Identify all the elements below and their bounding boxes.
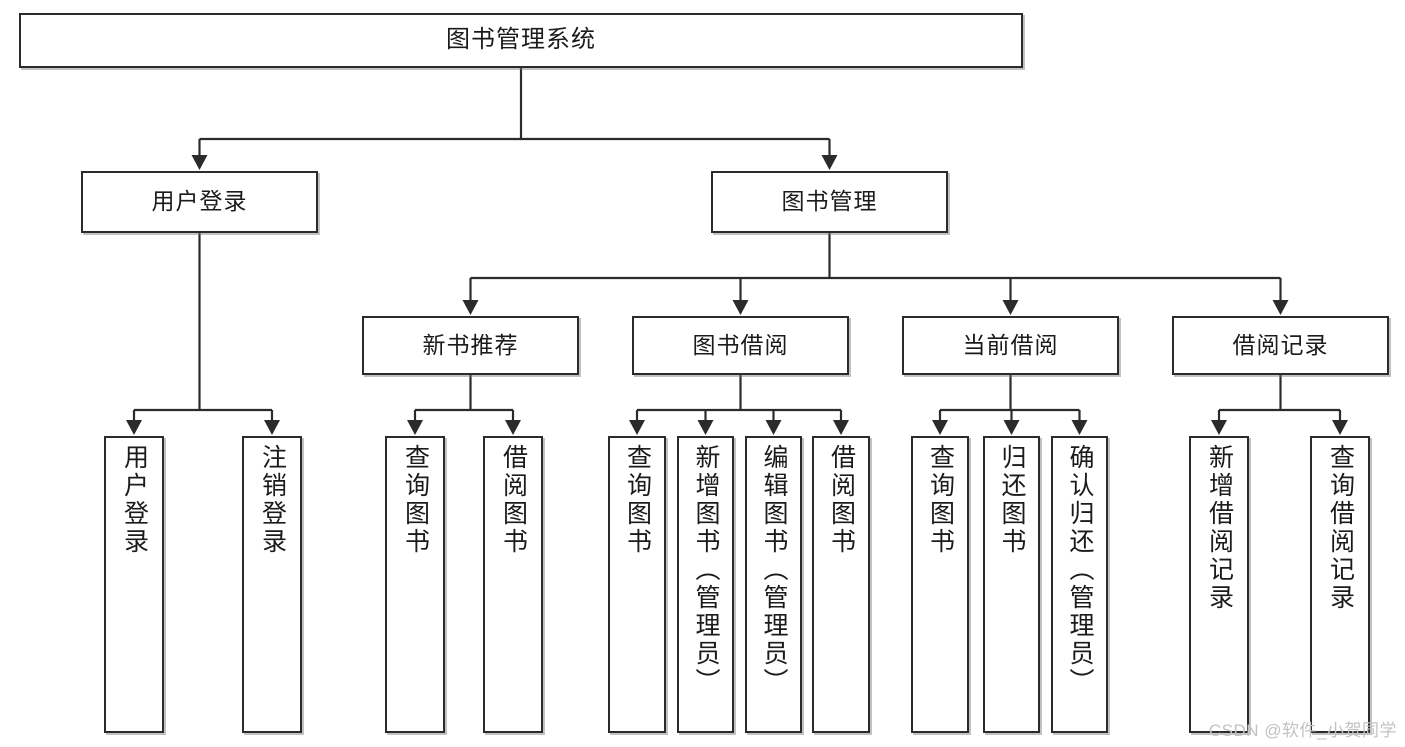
arrowhead-leaf-edit-book — [765, 420, 782, 435]
node-leaf-confirm-return[interactable]: 确认归还（管理员） — [1051, 436, 1108, 733]
node-label: 借阅图书 — [827, 444, 856, 556]
node-leaf-logout[interactable]: 注销登录 — [242, 436, 302, 733]
node-leaf-add-book[interactable]: 新增图书（管理员） — [677, 436, 734, 733]
node-label: 借阅记录 — [1232, 331, 1329, 358]
node-records[interactable]: 借阅记录 — [1172, 316, 1389, 375]
arrowhead-newbook — [462, 300, 479, 315]
csdn-watermark: CSDN @软件_小贺同学 — [1208, 721, 1397, 740]
node-leaf-query-record[interactable]: 查询借阅记录 — [1310, 436, 1370, 733]
node-leaf-query-book-1[interactable]: 查询图书 — [385, 436, 445, 733]
node-label: 新书推荐 — [422, 331, 519, 358]
arrowhead-leaf-query-book-2 — [629, 420, 645, 435]
arrowhead-leaf-add-book — [697, 420, 714, 435]
node-label: 用户登录 — [120, 444, 149, 556]
node-leaf-query-book-3[interactable]: 查询图书 — [911, 436, 969, 733]
arrowhead-leaf-return-book — [1003, 420, 1020, 435]
node-newbook[interactable]: 新书推荐 — [362, 316, 579, 375]
node-leaf-return-book[interactable]: 归还图书 — [983, 436, 1040, 733]
node-label: 注销登录 — [258, 444, 287, 556]
node-label: 当前借阅 — [962, 331, 1059, 358]
node-label: 查询图书 — [926, 444, 955, 556]
node-label: 新增借阅记录 — [1205, 444, 1234, 612]
arrowhead-leaf-confirm-return — [1071, 420, 1088, 435]
node-label: 图书管理系统 — [446, 26, 596, 54]
node-label: 借阅图书 — [499, 444, 528, 556]
node-leaf-user-login[interactable]: 用户登录 — [104, 436, 164, 733]
arrowhead-leaf-borrow-book-1 — [505, 420, 521, 435]
arrowhead-current — [1002, 300, 1019, 315]
node-leaf-borrow-book-1[interactable]: 借阅图书 — [483, 436, 543, 733]
node-login[interactable]: 用户登录 — [81, 171, 318, 233]
arrowhead-leaf-add-record — [1211, 420, 1227, 435]
node-label: 查询借阅记录 — [1326, 444, 1355, 612]
arrowhead-leaf-borrow-book-2 — [833, 420, 849, 435]
node-label: 编辑图书（管理员） — [760, 444, 788, 696]
node-bookmgmt[interactable]: 图书管理 — [711, 171, 948, 233]
arrowhead-bookmgmt — [821, 155, 838, 170]
arrowhead-leaf-user-login — [126, 420, 142, 435]
node-label: 用户登录 — [151, 188, 248, 215]
node-label: 新增图书（管理员） — [692, 444, 720, 696]
node-current[interactable]: 当前借阅 — [902, 316, 1119, 375]
node-label: 图书管理 — [781, 188, 878, 215]
node-leaf-edit-book[interactable]: 编辑图书（管理员） — [745, 436, 802, 733]
node-label: 归还图书 — [998, 444, 1026, 556]
node-label: 查询图书 — [623, 444, 652, 556]
arrowhead-leaf-logout — [264, 420, 280, 435]
arrowhead-leaf-query-book-1 — [407, 420, 423, 435]
arrowhead-login — [191, 155, 208, 170]
node-root[interactable]: 图书管理系统 — [19, 13, 1023, 68]
node-label: 图书借阅 — [692, 331, 789, 358]
arrowhead-borrow — [732, 300, 749, 315]
arrowhead-leaf-query-record — [1332, 420, 1348, 435]
arrowhead-leaf-query-book-3 — [932, 420, 948, 435]
node-label: 确认归还（管理员） — [1066, 444, 1094, 696]
arrowhead-records — [1272, 300, 1289, 315]
node-leaf-query-book-2[interactable]: 查询图书 — [608, 436, 666, 733]
node-borrow[interactable]: 图书借阅 — [632, 316, 849, 375]
node-leaf-borrow-book-2[interactable]: 借阅图书 — [812, 436, 870, 733]
node-leaf-add-record[interactable]: 新增借阅记录 — [1189, 436, 1249, 733]
node-label: 查询图书 — [401, 444, 430, 556]
